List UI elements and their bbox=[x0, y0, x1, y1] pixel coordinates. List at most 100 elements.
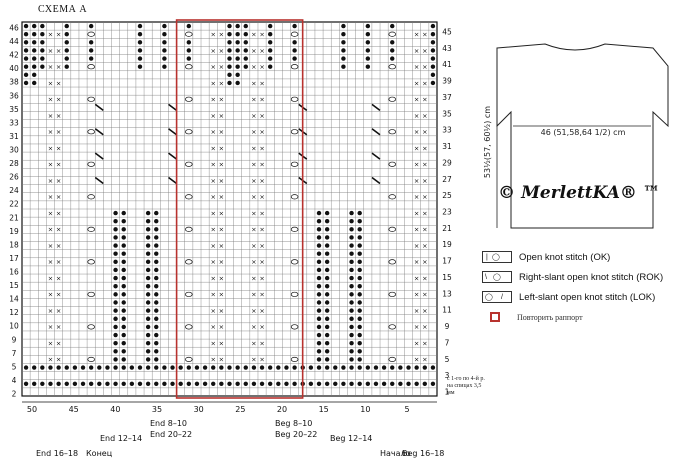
cross-stitch-mark: × bbox=[251, 242, 256, 250]
purl-dot bbox=[357, 316, 362, 321]
cross-stitch-mark: × bbox=[414, 128, 419, 136]
cross-stitch-mark: × bbox=[414, 274, 419, 282]
purl-dot bbox=[145, 210, 151, 216]
cross-stitch-mark: × bbox=[422, 356, 427, 364]
purl-dot bbox=[154, 267, 159, 273]
purl-dot bbox=[357, 235, 362, 240]
purl-dot bbox=[267, 23, 273, 29]
purl-dot bbox=[137, 31, 143, 37]
cross-stitch-mark: × bbox=[48, 144, 53, 152]
marker-label: Beg 20–22 bbox=[275, 430, 317, 439]
width-dimension-label: 46 (51,58,64 1/2) cm bbox=[541, 128, 626, 137]
knot-mark bbox=[290, 194, 299, 200]
purl-dot bbox=[316, 275, 322, 281]
purl-dot bbox=[430, 365, 436, 370]
knot-mark bbox=[388, 31, 396, 37]
cross-stitch-mark: × bbox=[422, 258, 427, 266]
purl-dot bbox=[154, 235, 159, 240]
left-row-label: 24 bbox=[9, 186, 19, 195]
right-row-label: 39 bbox=[442, 77, 452, 86]
purl-dot bbox=[414, 365, 419, 370]
purl-dot bbox=[64, 365, 69, 370]
purl-dot bbox=[162, 40, 167, 45]
purl-dot bbox=[357, 251, 362, 256]
knot-mark bbox=[87, 96, 95, 102]
knot-mark bbox=[388, 194, 396, 200]
purl-dot bbox=[162, 365, 167, 370]
purl-dot bbox=[121, 218, 126, 224]
purl-dot bbox=[154, 365, 159, 370]
purl-dot bbox=[357, 365, 362, 370]
cross-stitch-mark: × bbox=[422, 96, 427, 104]
cross-stitch-mark: × bbox=[251, 96, 256, 104]
purl-dot bbox=[316, 251, 322, 256]
cross-stitch-mark: × bbox=[251, 356, 256, 364]
cross-stitch-mark: × bbox=[251, 209, 256, 217]
cross-stitch-mark: × bbox=[219, 47, 224, 55]
purl-dot bbox=[349, 332, 354, 338]
right-row-label: 35 bbox=[442, 109, 452, 118]
knot-mark bbox=[290, 226, 299, 232]
purl-dot bbox=[341, 48, 346, 53]
knot-mark bbox=[87, 161, 95, 167]
purl-dot bbox=[398, 381, 403, 387]
knot-mark bbox=[290, 64, 299, 70]
purl-dot bbox=[145, 381, 151, 387]
repeat-icon bbox=[490, 312, 500, 322]
purl-dot bbox=[243, 64, 248, 69]
purl-dot bbox=[316, 332, 322, 338]
purl-dot bbox=[316, 365, 322, 370]
purl-dot bbox=[316, 235, 322, 240]
purl-dot bbox=[154, 349, 159, 354]
purl-dot bbox=[308, 365, 314, 370]
purl-dot bbox=[154, 332, 159, 338]
column-label: 45 bbox=[69, 405, 79, 414]
purl-dot bbox=[64, 31, 69, 37]
cross-stitch-mark: × bbox=[259, 274, 264, 282]
purl-dot bbox=[145, 316, 151, 321]
cross-stitch-mark: × bbox=[48, 307, 53, 315]
cross-stitch-mark: × bbox=[414, 63, 419, 71]
purl-dot bbox=[145, 275, 151, 281]
purl-dot bbox=[40, 381, 45, 387]
purl-dot bbox=[113, 243, 118, 248]
cross-stitch-mark: × bbox=[259, 161, 264, 169]
left-row-label: 28 bbox=[9, 159, 19, 168]
purl-dot bbox=[121, 381, 126, 387]
purl-dot bbox=[32, 381, 37, 387]
cross-stitch-mark: × bbox=[210, 226, 215, 234]
purl-dot bbox=[145, 235, 151, 240]
purl-dot bbox=[235, 381, 240, 387]
cross-stitch-mark: × bbox=[48, 323, 53, 331]
knot-mark bbox=[290, 96, 299, 102]
left-slant-knot-icon: ◯/ bbox=[482, 291, 512, 303]
cross-stitch-mark: × bbox=[251, 193, 256, 201]
right-row-label: 31 bbox=[442, 142, 452, 151]
purl-dot bbox=[316, 381, 322, 387]
purl-dot bbox=[105, 365, 110, 370]
cross-stitch-mark: × bbox=[48, 177, 53, 185]
purl-dot bbox=[113, 275, 118, 281]
right-row-label: 27 bbox=[442, 175, 452, 184]
cross-stitch-mark: × bbox=[48, 30, 53, 38]
purl-dot bbox=[32, 365, 37, 370]
right-row-label: 45 bbox=[442, 28, 452, 37]
purl-dot bbox=[243, 48, 248, 53]
knot-mark bbox=[388, 96, 396, 102]
purl-dot bbox=[292, 381, 297, 387]
purl-dot bbox=[227, 31, 232, 37]
purl-dot bbox=[137, 56, 143, 61]
purl-dot bbox=[324, 267, 330, 273]
purl-dot bbox=[324, 340, 330, 346]
purl-dot bbox=[316, 349, 322, 354]
left-row-label: 16 bbox=[9, 268, 19, 277]
purl-dot bbox=[390, 23, 395, 29]
cross-stitch-mark: × bbox=[414, 307, 419, 315]
purl-dot bbox=[40, 64, 45, 69]
purl-dot bbox=[121, 349, 126, 354]
cross-stitch-mark: × bbox=[56, 209, 61, 217]
purl-dot bbox=[390, 40, 395, 45]
purl-dot bbox=[121, 292, 126, 297]
cross-stitch-mark: × bbox=[414, 79, 419, 87]
